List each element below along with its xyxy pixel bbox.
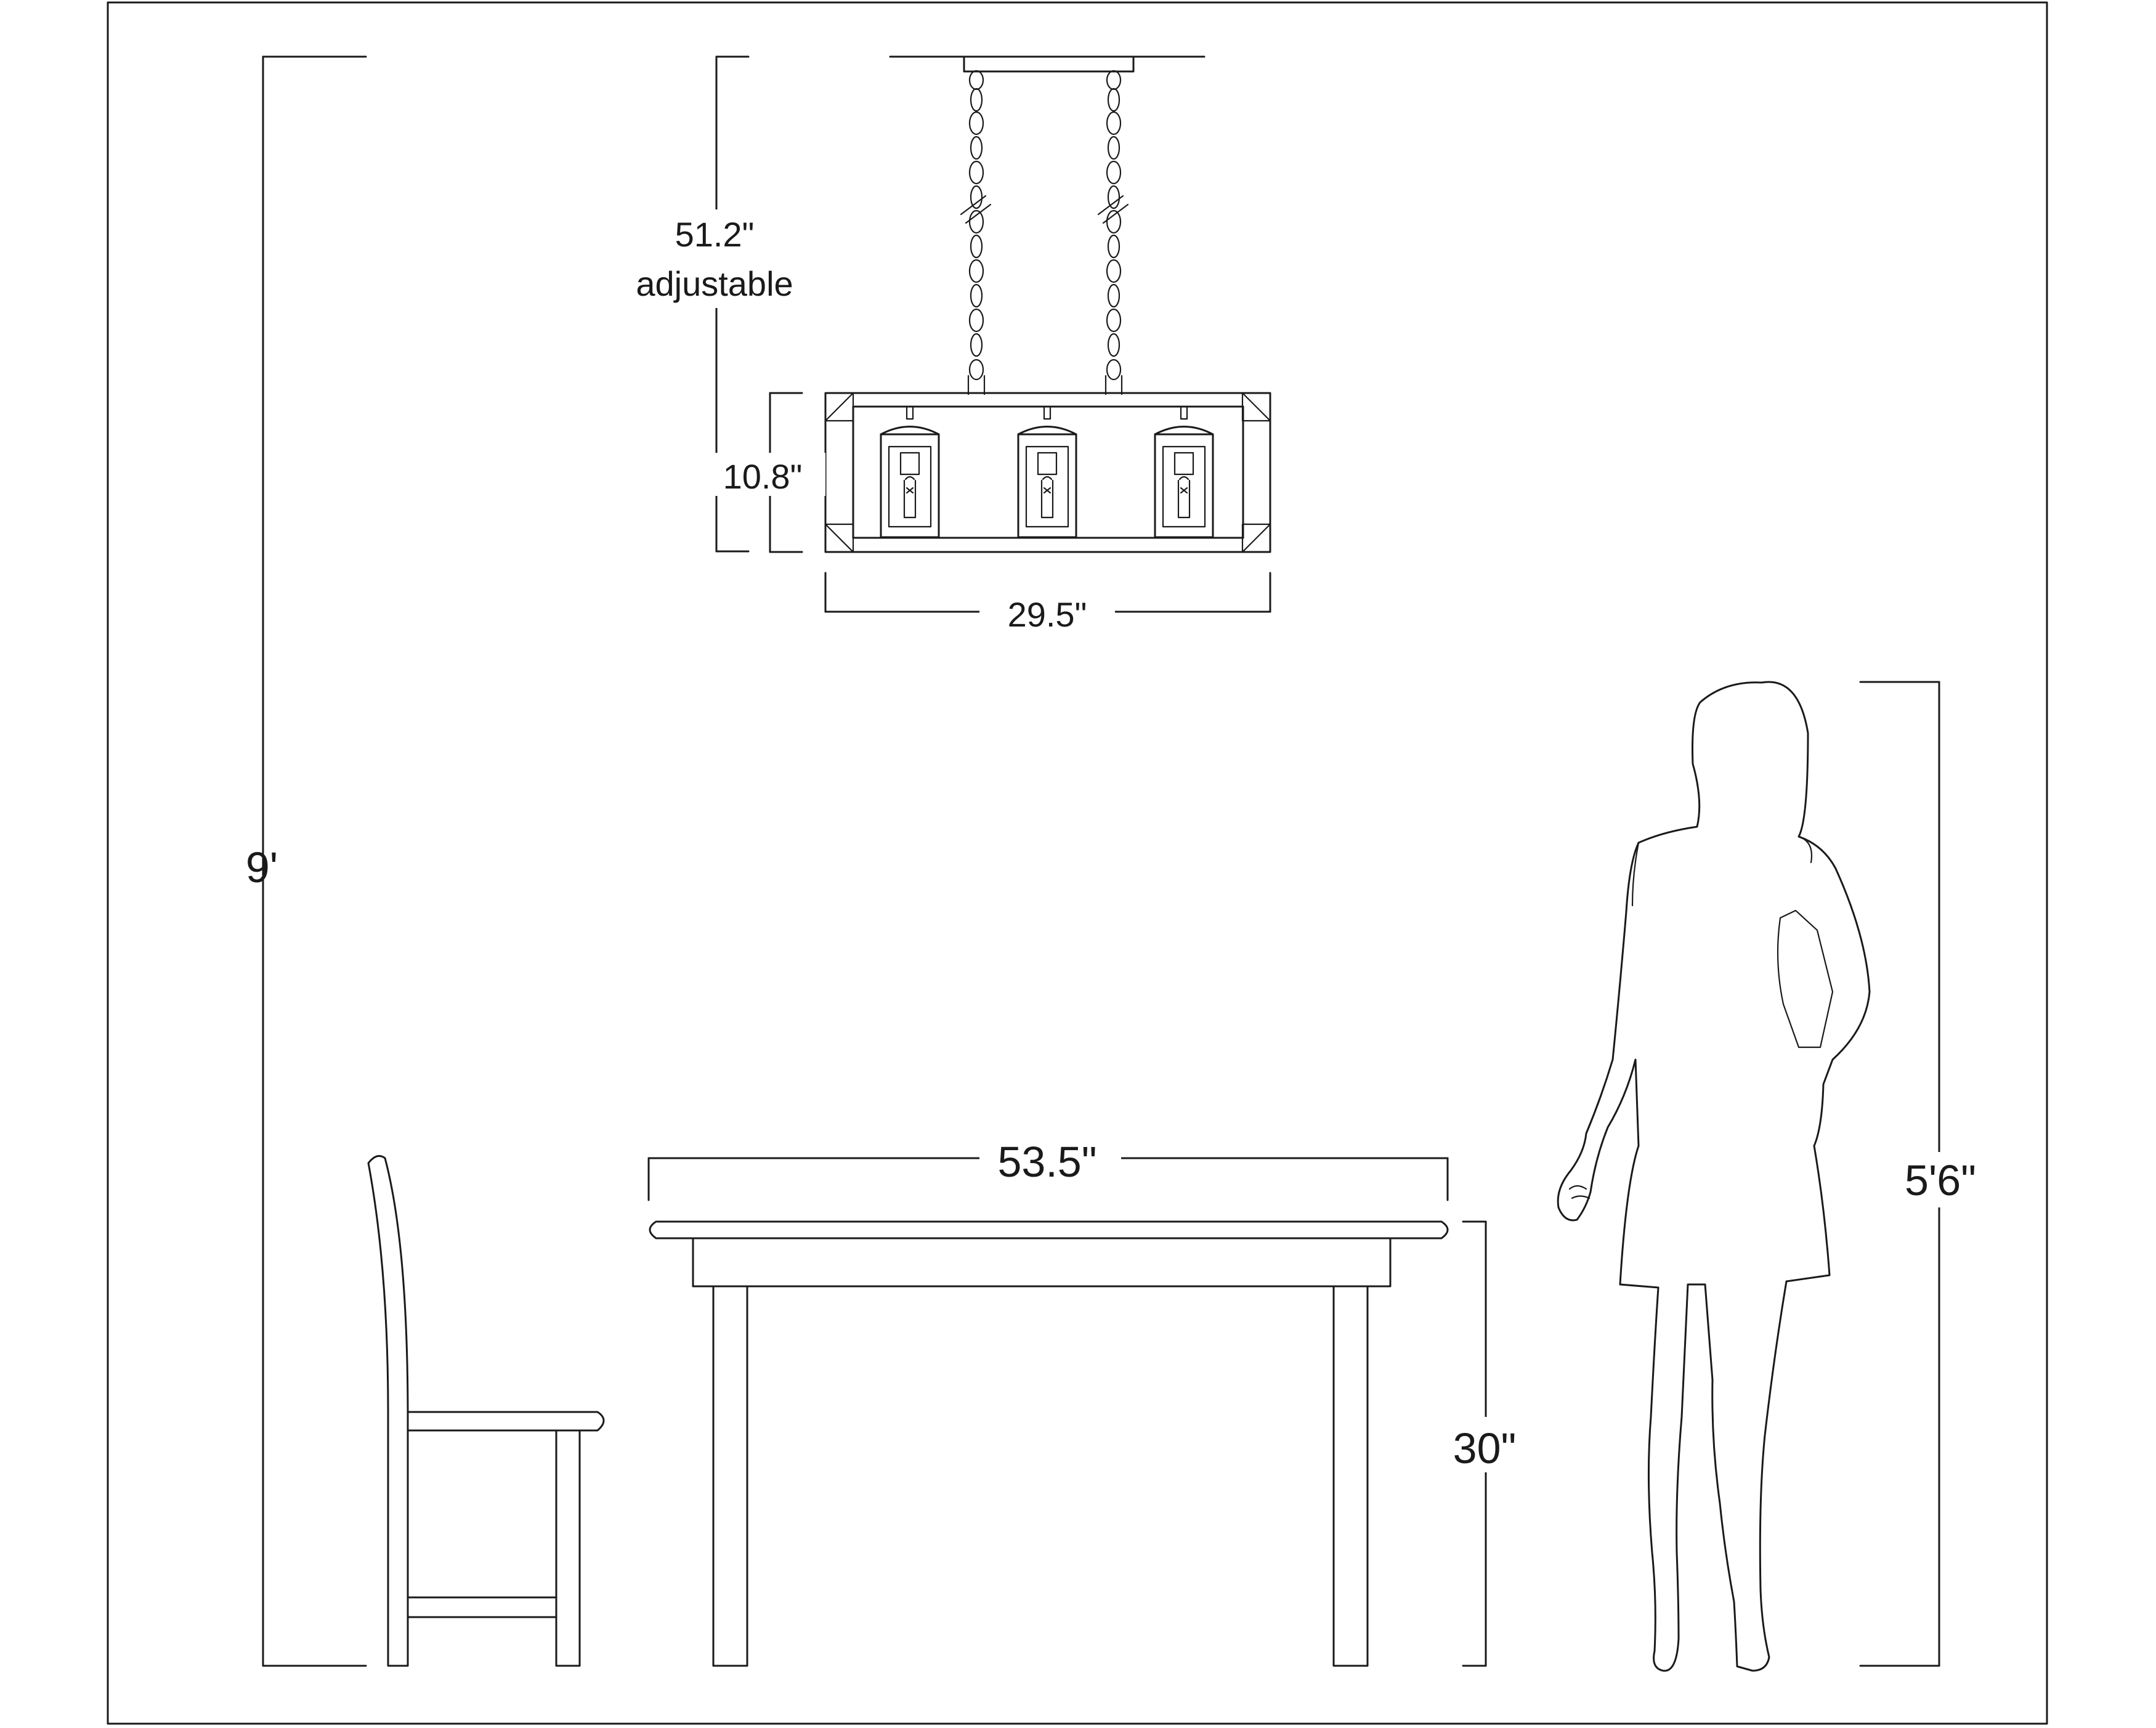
table-height-label: 30" <box>1453 1424 1517 1472</box>
chain-length-label: 51.2" <box>675 215 755 254</box>
ceiling-height-dimension: 9' <box>246 55 367 1667</box>
dining-table <box>649 1220 1449 1667</box>
person-height-dimension: 5'6" <box>1859 681 2005 1667</box>
left-chain <box>960 70 992 395</box>
table-height-dimension: 30" <box>1441 1220 1534 1667</box>
chain-length-dimension: 51.2" adjustable <box>607 55 816 553</box>
chain-adjustable-note: adjustable <box>636 264 793 303</box>
lantern-center <box>1017 405 1077 538</box>
person-silhouette <box>1557 681 1871 1672</box>
diagram-frame <box>107 1 2048 1725</box>
ceiling-height-label: 9' <box>246 843 278 891</box>
right-chain <box>1097 70 1129 395</box>
ceiling-canopy <box>889 55 1206 73</box>
chandelier-fixture <box>824 392 1271 553</box>
person-height-label: 5'6" <box>1905 1156 1976 1204</box>
table-width-dimension: 53.5" <box>647 1130 1449 1201</box>
table-width-label: 53.5" <box>997 1138 1096 1186</box>
lantern-right <box>1154 405 1214 538</box>
fixture-height-label: 10.8" <box>723 457 803 496</box>
dining-chair <box>367 1154 605 1667</box>
fixture-width-dimension: 29.5" <box>824 572 1271 636</box>
fixture-height-dimension: 10.8" <box>715 392 825 553</box>
lantern-left <box>880 405 940 538</box>
fixture-width-label: 29.5" <box>1008 595 1087 634</box>
